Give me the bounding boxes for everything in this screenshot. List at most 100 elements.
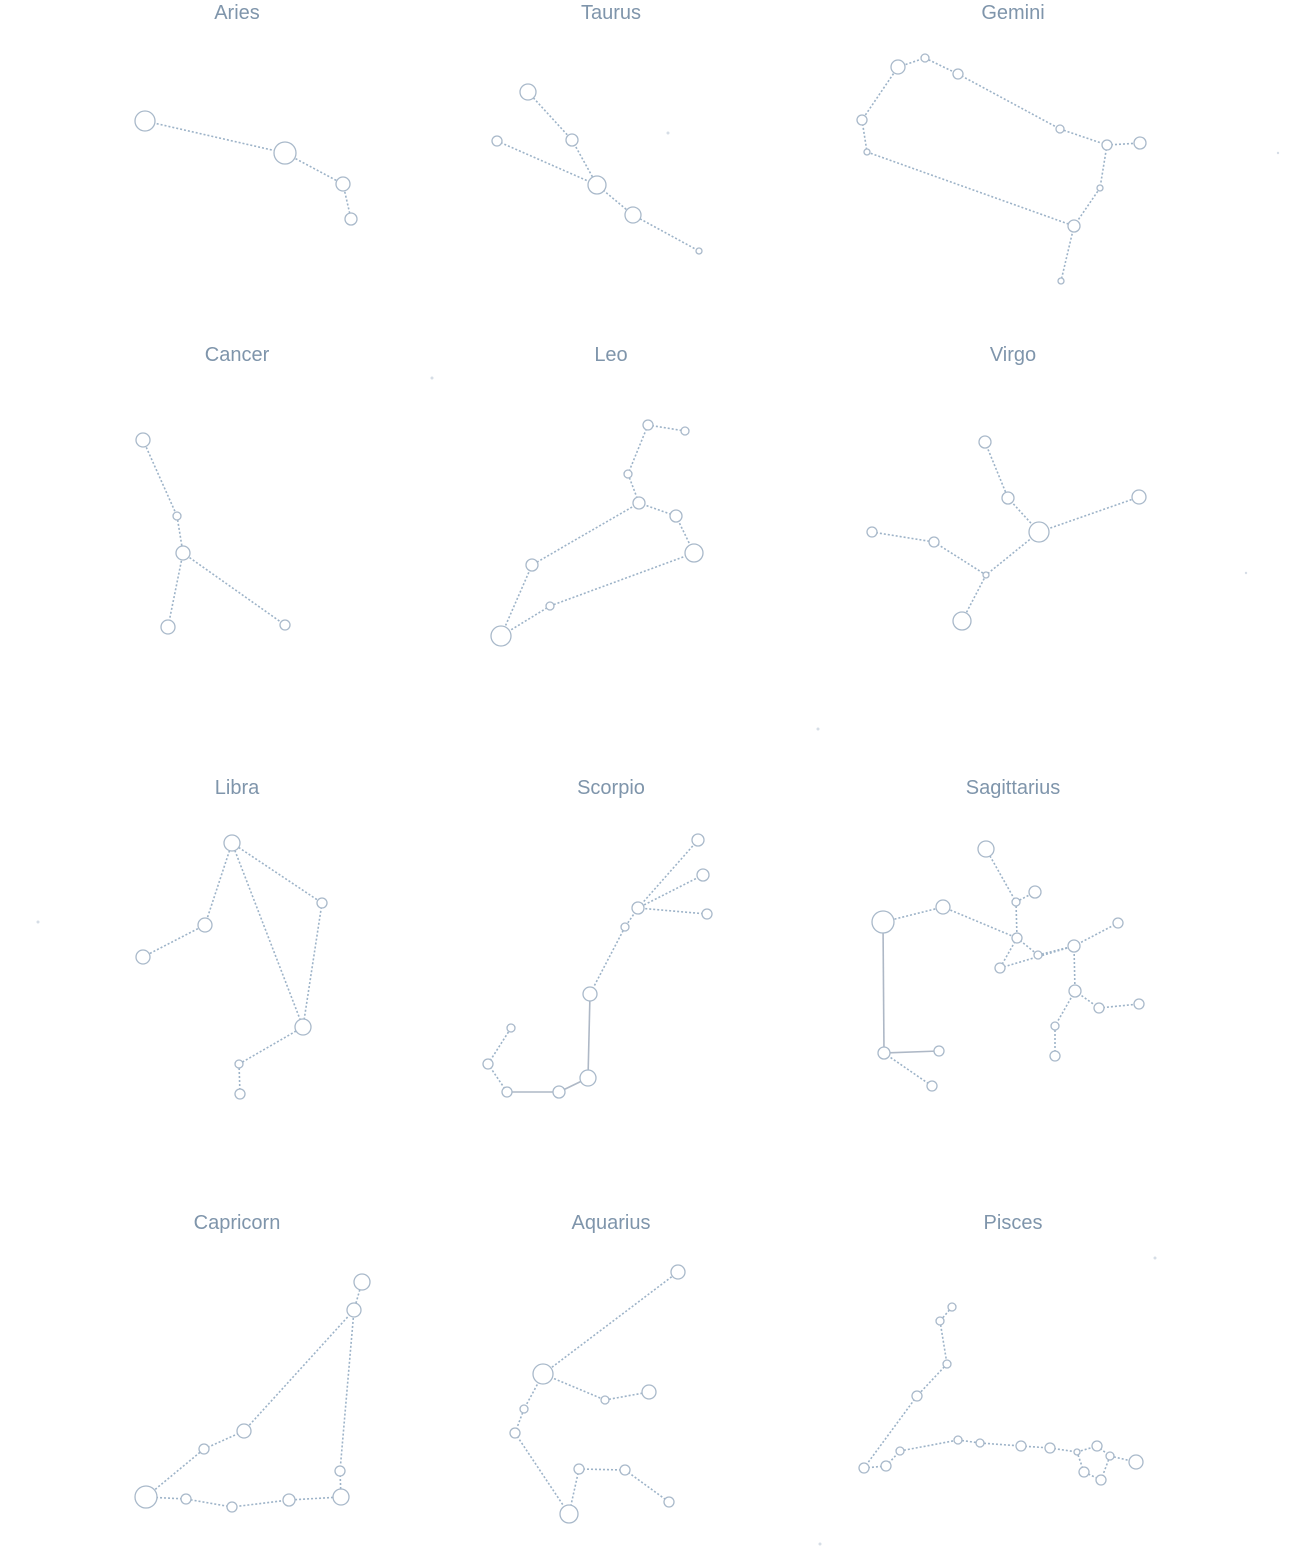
star-marker: [691, 833, 705, 847]
star-marker: [994, 962, 1006, 974]
star-marker: [234, 1059, 244, 1069]
star-marker: [1011, 932, 1023, 944]
star-marker: [587, 175, 607, 195]
star-marker: [223, 834, 241, 852]
star-marker: [947, 1302, 957, 1312]
star-marker: [1067, 939, 1081, 953]
star-marker: [236, 1423, 252, 1439]
star-marker: [1128, 1454, 1144, 1470]
star-marker: [234, 1088, 246, 1100]
star-marker: [1091, 1440, 1103, 1452]
constellation-line: [871, 531, 935, 543]
star-marker: [545, 601, 555, 611]
constellation-line: [496, 140, 598, 186]
constellation-line: [523, 1373, 544, 1410]
star-marker: [858, 1462, 870, 1474]
star-marker: [273, 141, 297, 165]
constellation-line: [933, 541, 987, 576]
constellation-capricorn: Capricorn: [134, 1212, 371, 1513]
constellation-title: Taurus: [581, 2, 641, 24]
star-marker: [684, 543, 704, 563]
star-marker: [316, 897, 328, 909]
constellation-line: [985, 531, 1040, 576]
star-marker: [978, 435, 992, 449]
constellation-line: [542, 1271, 679, 1375]
constellation-line: [145, 1448, 205, 1498]
constellation-line: [185, 1498, 233, 1508]
constellation-title: Libra: [215, 777, 260, 799]
star-marker: [877, 1046, 891, 1060]
star-marker: [573, 1463, 585, 1475]
constellation-line: [999, 945, 1075, 969]
constellation-aries: Aries: [134, 2, 358, 226]
star-marker: [1068, 984, 1082, 998]
constellation-line: [999, 937, 1018, 969]
constellation-line: [531, 502, 640, 566]
constellation-cancer: Cancer: [135, 344, 291, 635]
star-marker: [880, 1460, 892, 1472]
constellation-title: Aquarius: [572, 1212, 651, 1234]
constellation-line: [167, 552, 184, 628]
constellation-line: [1073, 187, 1101, 227]
star-marker: [279, 619, 291, 631]
constellation-line: [542, 1373, 606, 1401]
constellation-title: Aries: [214, 2, 260, 24]
constellation-line: [1083, 1471, 1102, 1481]
star-marker: [172, 511, 182, 521]
star-marker: [953, 1435, 963, 1445]
constellation-line: [883, 1050, 940, 1054]
constellation-line: [487, 1027, 512, 1065]
star-marker: [1133, 136, 1147, 150]
star-marker: [1093, 1002, 1105, 1014]
star-marker: [935, 1316, 945, 1326]
constellation-line: [243, 1309, 355, 1432]
star-marker: [1067, 219, 1081, 233]
star-marker: [641, 1384, 657, 1400]
constellation-line: [284, 152, 344, 185]
star-marker: [135, 949, 151, 965]
star-marker: [565, 133, 579, 147]
star-marker: [600, 1395, 610, 1405]
constellation-title: Pisces: [984, 1212, 1043, 1234]
star-marker: [1057, 277, 1065, 285]
star-marker: [1078, 1466, 1090, 1478]
constellation-line: [942, 906, 1018, 939]
constellation-line: [883, 1052, 933, 1087]
star-marker: [579, 1069, 597, 1087]
constellation-line: [916, 1363, 948, 1397]
constellation-line: [339, 1309, 355, 1472]
star-marker: [1050, 1021, 1060, 1031]
constellation-scorpio: Scorpio: [482, 777, 713, 1099]
star-marker: [490, 625, 512, 647]
constellation-line: [288, 1496, 342, 1501]
constellation-line: [1073, 945, 1076, 992]
constellation-taurus: Taurus: [491, 2, 703, 255]
constellation-line: [238, 1026, 304, 1065]
constellation-title: Sagittarius: [966, 777, 1061, 799]
constellation-title: Scorpio: [577, 777, 645, 799]
star-marker: [175, 545, 191, 561]
constellation-line: [527, 91, 573, 141]
star-marker: [559, 1504, 579, 1524]
star-marker: [663, 1496, 675, 1508]
star-marker: [525, 558, 539, 572]
star-marker: [623, 469, 633, 479]
star-marker: [506, 1023, 516, 1033]
star-marker: [935, 899, 951, 915]
star-marker: [198, 1443, 210, 1455]
star-marker: [344, 212, 358, 226]
star-marker: [1133, 998, 1145, 1010]
constellation-line: [984, 441, 1009, 499]
constellation-line: [587, 993, 591, 1079]
star-marker: [670, 1264, 686, 1280]
star-marker: [1095, 1474, 1107, 1486]
star-marker: [346, 1302, 362, 1318]
star-marker: [866, 526, 878, 538]
constellation-line: [866, 151, 1075, 227]
star-marker: [552, 1085, 566, 1099]
star-marker: [863, 148, 871, 156]
star-marker: [491, 135, 503, 147]
star-marker: [982, 571, 990, 579]
star-marker: [1011, 897, 1021, 907]
constellation-line: [589, 926, 626, 995]
